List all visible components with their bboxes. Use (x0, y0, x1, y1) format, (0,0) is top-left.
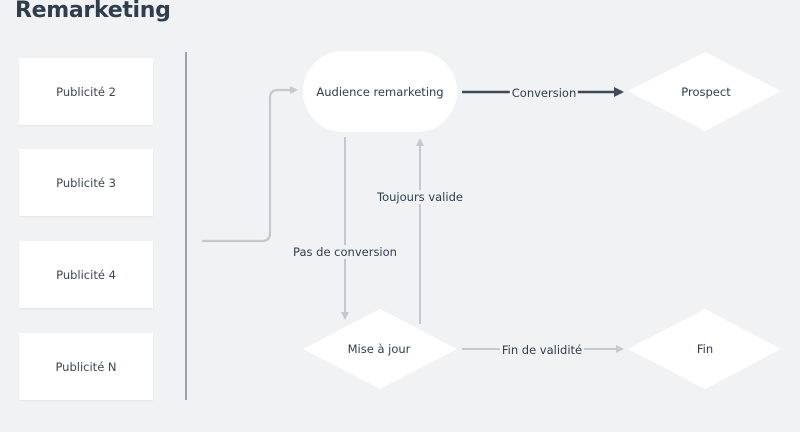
edge-label-still-valid: Toujours valide (375, 190, 465, 204)
node-end (628, 309, 781, 389)
edge-label-no-conversion: Pas de conversion (291, 245, 399, 259)
node-update-label: Mise à jour (347, 342, 411, 356)
ad-box-4: Publicité 4 (19, 241, 153, 308)
edge-ads-to-audience (202, 86, 298, 243)
node-end-label: Fin (696, 342, 714, 356)
node-update (303, 309, 457, 389)
edge-label-end-of-validity: Fin de validité (499, 343, 585, 357)
ad-box-3: Publicité 3 (19, 149, 153, 216)
node-audience-label: Audience remarketing (316, 85, 444, 99)
ad-box-n: Publicité N (19, 333, 153, 400)
node-prospect (628, 52, 781, 131)
edge-label-conversion: Conversion (509, 86, 579, 100)
node-prospect-label: Prospect (681, 85, 731, 99)
divider-line (185, 52, 187, 400)
page-title: Remarketing (15, 0, 171, 23)
node-audience (303, 51, 457, 132)
ad-box-2: Publicité 2 (19, 58, 153, 125)
